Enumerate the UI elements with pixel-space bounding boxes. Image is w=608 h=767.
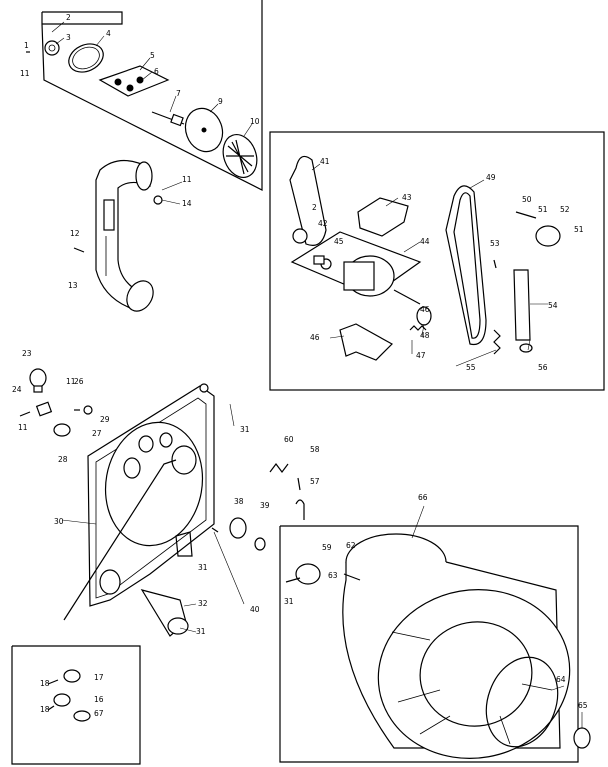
callout-45: 45 <box>334 237 344 246</box>
callout-42: 42 <box>318 219 328 228</box>
callout-64: 64 <box>556 675 566 684</box>
callout-14: 14 <box>182 199 192 208</box>
callout-39: 39 <box>260 501 270 510</box>
callout-56: 56 <box>538 363 548 372</box>
upper-left-assembly <box>26 0 263 191</box>
callout-48: 48 <box>420 331 430 340</box>
callout-32: 32 <box>198 599 208 608</box>
exhaust-duct <box>73 159 163 312</box>
callout-54: 54 <box>548 301 558 310</box>
callout-58: 58 <box>310 445 320 454</box>
motor-assembly-box <box>269 131 605 391</box>
callout-55: 55 <box>466 363 476 372</box>
callout-62: 62 <box>346 541 356 550</box>
rear-bulkhead-panel <box>63 383 215 621</box>
callout-7: 7 <box>176 89 181 98</box>
callout-51-a: 51 <box>538 205 548 214</box>
callout-11-d: 11 <box>66 377 76 386</box>
callout-11-c: 11 <box>18 423 28 432</box>
callout-29: 29 <box>100 415 110 424</box>
callout-43: 43 <box>402 193 412 202</box>
callout-49: 49 <box>486 173 496 182</box>
callout-labels: 1 2 3 4 5 6 7 9 10 11 11 11 11 12 13 14 … <box>12 13 588 718</box>
callout-41: 41 <box>320 157 330 166</box>
callout-18-b: 18 <box>40 705 50 714</box>
callout-67: 67 <box>94 709 104 718</box>
bottom-left-inset <box>11 645 141 765</box>
callout-57: 57 <box>310 477 320 486</box>
callout-44: 44 <box>420 237 430 246</box>
callout-60: 60 <box>284 435 294 444</box>
callout-53: 53 <box>490 239 500 248</box>
callout-59: 59 <box>322 543 332 552</box>
callout-51-b: 51 <box>574 225 584 234</box>
callout-65: 65 <box>578 701 588 710</box>
leader-lines <box>51 21 583 728</box>
callout-50: 50 <box>522 195 532 204</box>
callout-40: 40 <box>250 605 260 614</box>
callout-16: 16 <box>94 695 104 704</box>
callout-52: 52 <box>560 205 570 214</box>
callout-13: 13 <box>68 281 78 290</box>
callout-11-a: 11 <box>20 69 30 78</box>
callout-17: 17 <box>94 673 104 682</box>
callout-27: 27 <box>92 429 102 438</box>
callout-12: 12 <box>70 229 80 238</box>
callout-47: 47 <box>416 351 426 360</box>
callout-2: 2 <box>66 13 71 22</box>
callout-24: 24 <box>12 385 22 394</box>
callout-10: 10 <box>250 117 260 126</box>
callout-30: 30 <box>54 517 64 526</box>
callout-18-a: 18 <box>40 679 50 688</box>
callout-3: 3 <box>66 33 71 42</box>
callout-4: 4 <box>106 29 111 38</box>
callout-38: 38 <box>234 497 244 506</box>
callout-31-d: 31 <box>284 597 294 606</box>
callout-28: 28 <box>58 455 68 464</box>
callout-31-b: 31 <box>198 563 208 572</box>
thermostat-parts <box>19 368 93 437</box>
callout-46: 46 <box>310 333 320 342</box>
callout-5: 5 <box>150 51 155 60</box>
callout-26: 26 <box>74 377 84 386</box>
callout-9: 9 <box>218 97 223 106</box>
callout-11-b: 11 <box>182 175 192 184</box>
callout-63: 63 <box>328 571 338 580</box>
callout-6: 6 <box>154 67 159 76</box>
callout-23: 23 <box>22 349 32 358</box>
center-small-parts <box>140 463 305 637</box>
callout-31-c: 31 <box>196 627 206 636</box>
callout-1: 1 <box>24 41 29 50</box>
callout-31-a: 31 <box>240 425 250 434</box>
drum-assembly-box <box>279 525 591 763</box>
callout-2-b: 2 <box>312 203 317 212</box>
callout-46-b: 46 <box>420 305 430 314</box>
callout-66: 66 <box>418 493 428 502</box>
